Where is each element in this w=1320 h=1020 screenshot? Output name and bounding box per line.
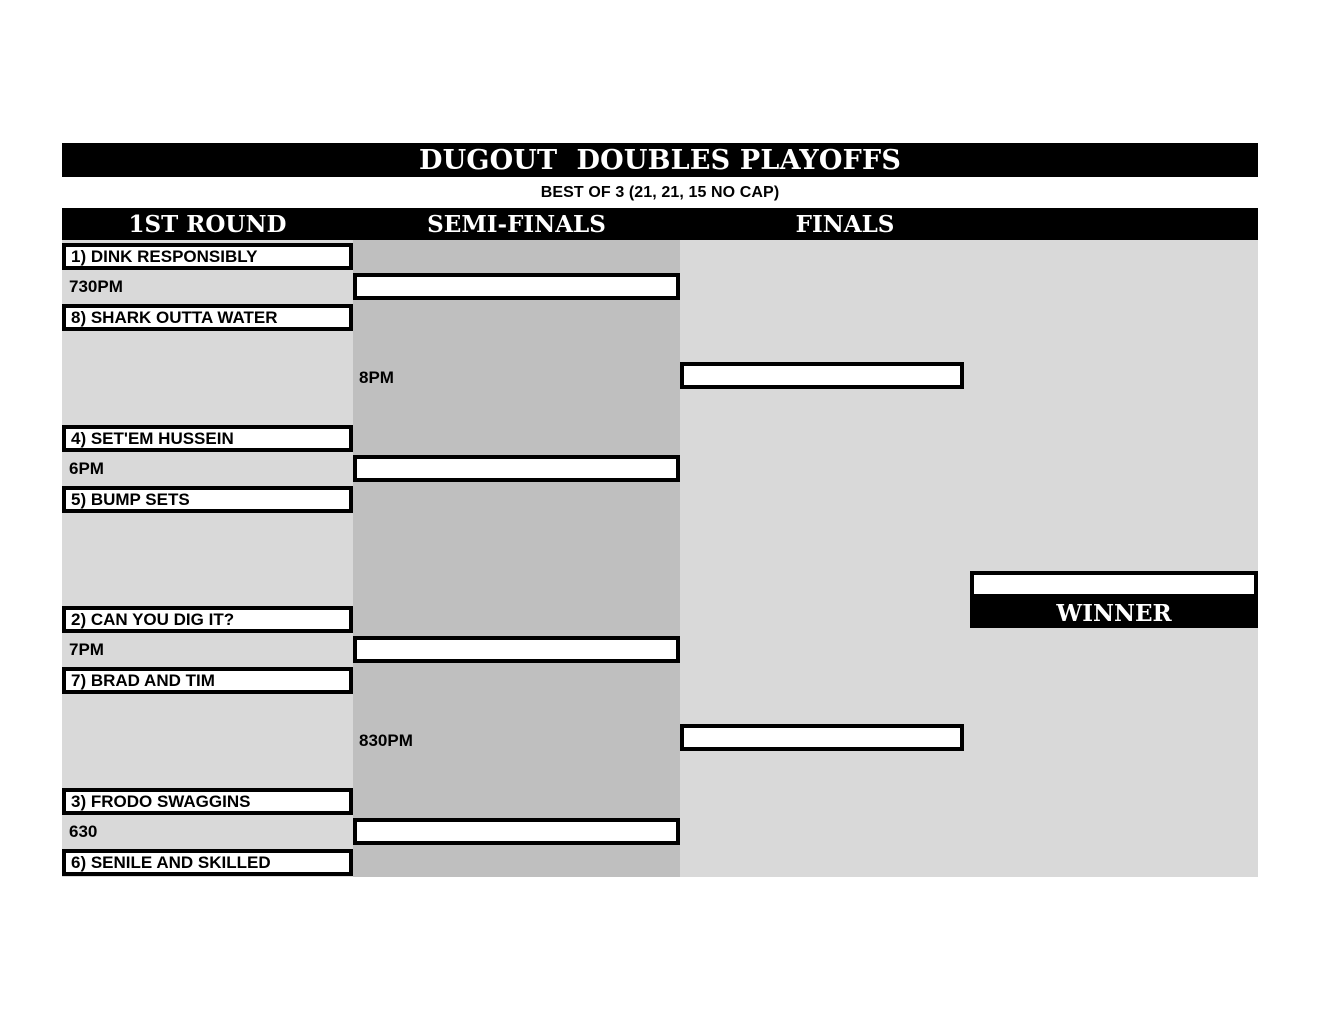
bracket-title: DUGOUT DOUBLES PLAYOFFS	[62, 143, 1258, 177]
finals-top-slot[interactable]	[680, 362, 964, 389]
round1-match4-time: 630	[62, 819, 353, 845]
round1-match3-time: 7PM	[62, 637, 353, 663]
semifinal2-top-slot[interactable]	[353, 636, 680, 663]
finals-column-background	[680, 240, 1258, 877]
round1-match2-time: 6PM	[62, 456, 353, 482]
bracket-subtitle: BEST OF 3 (21, 21, 15 NO CAP)	[62, 177, 1258, 208]
winner-label: WINNER	[970, 598, 1258, 628]
semifinal2-time: 830PM	[359, 731, 413, 750]
first-round-column-background	[62, 240, 353, 877]
semifinal2-bottom-slot[interactable]	[353, 818, 680, 845]
round1-match3-bottom-team[interactable]: 7) BRAD AND TIM	[62, 667, 353, 694]
semifinal1-top-slot[interactable]	[353, 273, 680, 300]
semi-finals-column-background	[353, 240, 680, 877]
round1-match3-top-team[interactable]: 2) CAN YOU DIG IT?	[62, 606, 353, 633]
column-header-first-round: 1ST ROUND	[128, 210, 287, 238]
round1-match2-bottom-team[interactable]: 5) BUMP SETS	[62, 486, 353, 513]
finals-bottom-slot[interactable]	[680, 724, 964, 751]
tournament-bracket: DUGOUT DOUBLES PLAYOFFS BEST OF 3 (21, 2…	[62, 143, 1258, 877]
column-header-finals: FINALS	[795, 210, 895, 238]
round1-match1-time: 730PM	[62, 274, 353, 300]
column-header-semi-finals: SEMI-FINALS	[427, 210, 606, 238]
semifinal1-time: 8PM	[359, 368, 394, 387]
round1-match2-top-team[interactable]: 4) SET'EM HUSSEIN	[62, 425, 353, 452]
column-header-strip: 1ST ROUND SEMI-FINALS FINALS	[62, 208, 1258, 240]
winner-slot[interactable]	[970, 571, 1258, 598]
round1-match4-top-team[interactable]: 3) FRODO SWAGGINS	[62, 788, 353, 815]
round1-match1-top-team[interactable]: 1) DINK RESPONSIBLY	[62, 243, 353, 270]
round1-match1-bottom-team[interactable]: 8) SHARK OUTTA WATER	[62, 304, 353, 331]
semifinal1-bottom-slot[interactable]	[353, 455, 680, 482]
round1-match4-bottom-team[interactable]: 6) SENILE AND SKILLED	[62, 849, 353, 876]
